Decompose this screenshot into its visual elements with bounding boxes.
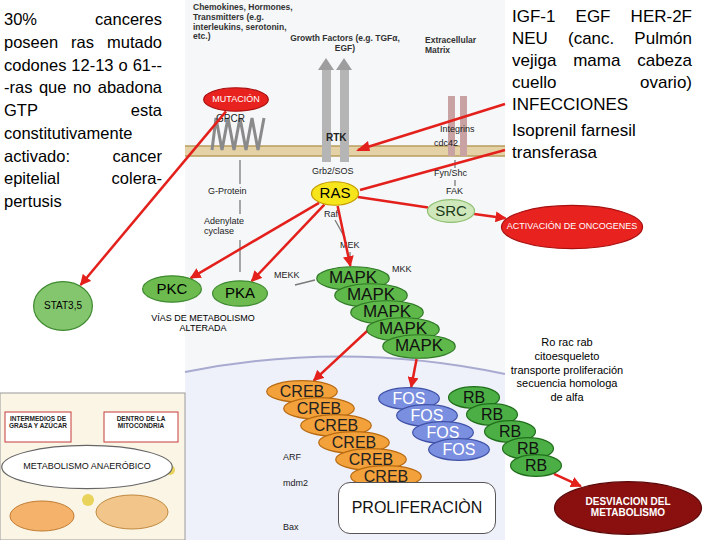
node-outline xyxy=(311,182,358,206)
result-box: PROLIFERACIÒN xyxy=(338,482,496,534)
inset-label: INTERMEDIOS DE GRASA Y AZÚCAR xyxy=(7,415,69,430)
node-label: DESVIACION DEL METABOLISMO xyxy=(553,497,703,519)
pathway-label: Integrins xyxy=(440,124,500,134)
result-oval: DESVIACION DEL METABOLISMO xyxy=(553,480,703,536)
rtk-receptor xyxy=(340,70,349,162)
signal-arrow xyxy=(358,197,428,208)
node-label: FOS xyxy=(439,441,480,458)
rtk-receptor xyxy=(322,70,331,162)
pathway-arrow xyxy=(295,280,315,285)
stat-circle: STAT3,5 xyxy=(33,280,93,332)
kinase-oval: PKC xyxy=(142,275,202,303)
pathway-arrow xyxy=(239,160,240,184)
pathway-label: Grb2/SOS xyxy=(312,166,372,176)
node-label: ACTIVACIÓN DE ONCOGENES xyxy=(503,222,641,232)
pathway-label: Adenylate cyclase xyxy=(204,216,264,237)
pathway-arrow xyxy=(454,180,455,186)
metabolism-oval: METABOLISMO ANAERÓBICO xyxy=(0,444,174,490)
signal-arrow xyxy=(474,214,505,218)
mitochondria-symbol xyxy=(96,495,168,529)
node-outline xyxy=(427,200,474,223)
oncogene-oval: ACTIVACIÓN DE ONCOGENES xyxy=(500,204,644,250)
node-label: MUTACIÓN xyxy=(208,95,263,105)
annotation-text: 30% canceres poseen ras mutado codones 1… xyxy=(4,8,162,213)
pathway-label: cdc42 xyxy=(434,138,484,148)
node-label: METABOLISMO ANAERÓBICO xyxy=(19,462,154,472)
inset-box xyxy=(5,412,71,442)
node-outline xyxy=(383,335,456,359)
arrow-head xyxy=(356,141,370,151)
rb-oval: RB xyxy=(510,454,562,477)
pathway-label: Chemokines, Hormones, Transmitters (e.g.… xyxy=(193,3,305,42)
node-label: PKC xyxy=(153,281,192,297)
callout-line xyxy=(360,150,505,190)
pathway-label: G-Protein xyxy=(208,186,278,196)
pathway-label: MEKK xyxy=(274,270,314,280)
node-outline xyxy=(429,439,490,461)
node-label: RB xyxy=(521,457,551,474)
mutation-oval: MUTACIÓN xyxy=(203,87,269,112)
node-outline xyxy=(213,281,268,306)
pathway-arrow xyxy=(239,240,240,272)
pathway-label: RTK xyxy=(326,132,366,144)
node-outline xyxy=(204,88,269,112)
mitochondria-symbol xyxy=(10,501,74,531)
node-label: RAS xyxy=(316,185,355,201)
kinase-oval: PKA xyxy=(212,280,268,307)
pathway-label: ARF xyxy=(283,452,313,462)
pathway-label: mdm2 xyxy=(283,478,323,488)
node-outline xyxy=(501,205,642,248)
node-outline xyxy=(2,445,173,488)
node-outline xyxy=(511,455,562,477)
signal-arrow xyxy=(338,206,351,266)
annotation-text: Ro rac rab citoesqueleto transporte prol… xyxy=(510,336,624,405)
pathway-label: MKK xyxy=(392,264,432,274)
annotation-text: Isoprenil farnesil transferasa xyxy=(512,120,642,164)
rtk-head xyxy=(318,58,352,70)
pathway-arrows xyxy=(240,160,455,285)
mapk-oval: MAPK xyxy=(382,334,456,359)
node-label: PKA xyxy=(221,285,259,301)
pathway-label: Growth Factors (e.g. TGFα, EGF) xyxy=(285,34,405,54)
inset-box xyxy=(104,412,178,442)
signal-arrow xyxy=(191,203,319,278)
fos-oval: FOS xyxy=(428,438,490,461)
signal-arrow xyxy=(314,324,375,380)
node-label: SRC xyxy=(431,203,471,219)
annotation-text: IGF-1 EGF HER-2F NEU (canc. Pulmón vejig… xyxy=(512,6,692,116)
cell-background xyxy=(185,0,505,540)
signal-arrow xyxy=(252,205,325,282)
pathway-label: Bax xyxy=(283,522,323,532)
node-outline xyxy=(143,276,202,302)
src-oval: SRC xyxy=(427,199,475,223)
signal-arrow xyxy=(81,111,226,285)
pathway-label: Raf xyxy=(324,209,364,219)
pathway-arrow xyxy=(239,200,240,214)
node-label: STAT3,5 xyxy=(40,301,86,312)
callout-arrow xyxy=(358,104,505,150)
pathway-label: Fyn/Shc xyxy=(434,168,494,178)
node-label: PROLIFERACIÒN xyxy=(348,499,487,516)
pathway-label: Extracellular Matrix xyxy=(425,36,503,56)
nucleus-region xyxy=(185,356,505,540)
molecule-symbol xyxy=(82,494,94,506)
pathway-label: FAK xyxy=(446,186,486,196)
inset-label: DENTRO DE LA MITOCONDRIA xyxy=(106,415,176,430)
signal-arrow xyxy=(411,359,416,387)
node-outline xyxy=(34,282,93,331)
nuclear-membrane xyxy=(185,356,505,374)
metabolism-inset xyxy=(0,393,185,540)
node-label: MAPK xyxy=(391,337,447,355)
ras-oval: RAS xyxy=(311,181,359,206)
signal-arrow xyxy=(554,474,581,486)
annotation-text: VÍAS DE METABOLISMO ALTERADA xyxy=(138,313,268,334)
